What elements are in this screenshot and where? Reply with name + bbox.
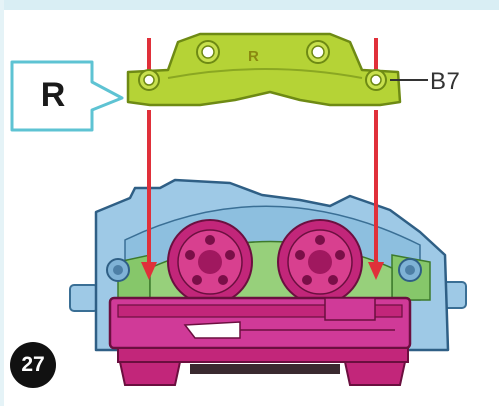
part-label: B7 [430, 68, 460, 96]
part-mark: R [248, 48, 259, 65]
callout-label: R [22, 70, 84, 120]
step-number-badge: 27 [10, 342, 56, 388]
right-gear [278, 220, 362, 304]
left-gear [168, 220, 252, 304]
base-frame [110, 298, 410, 385]
part-b7 [128, 34, 400, 105]
